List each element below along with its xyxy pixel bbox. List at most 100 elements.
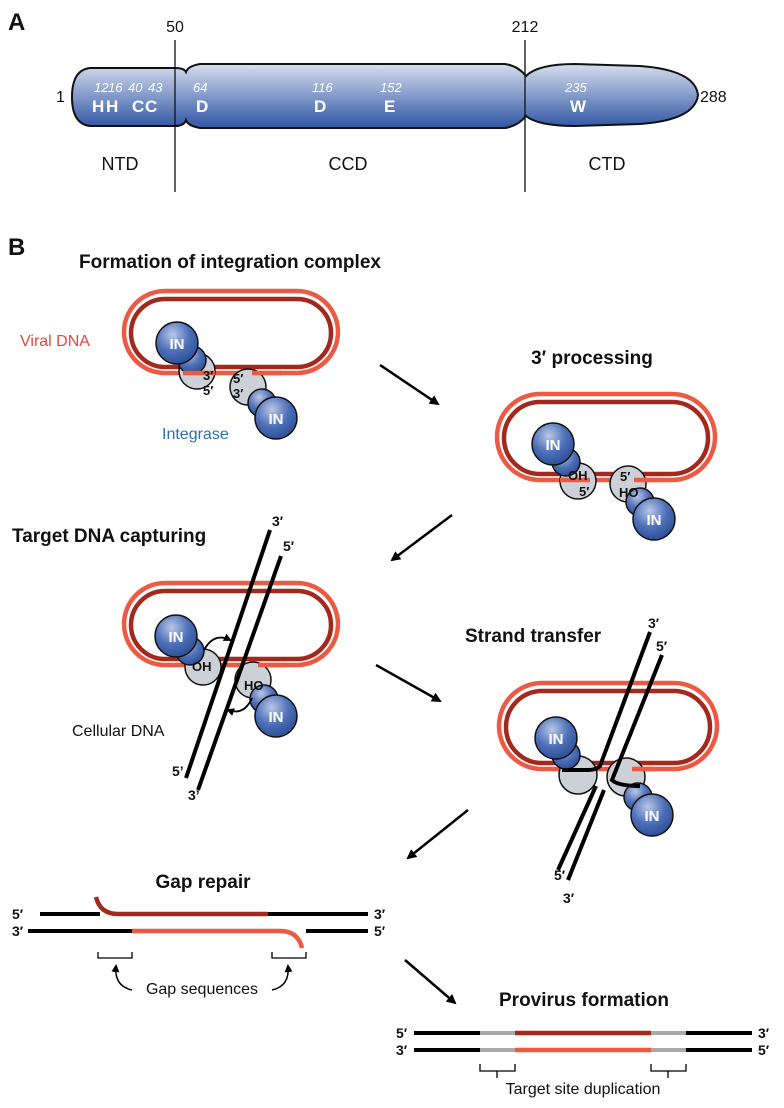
residue-pos-40: 40 xyxy=(128,80,143,95)
step-capture: Target DNA capturing IN OH IN HO 3′ 5′ 5… xyxy=(12,513,341,803)
cellular-dna-strand xyxy=(556,785,598,871)
gap-bracket xyxy=(97,952,133,959)
end-label-5p: 5′ xyxy=(656,638,668,654)
domain-label-ntd: NTD xyxy=(102,154,139,174)
residue-pos-12: 12 xyxy=(94,80,109,95)
tsd-bracket xyxy=(479,1064,516,1072)
end-label-3p: 3′ xyxy=(272,513,284,529)
integrase-subunit xyxy=(155,321,199,365)
integrase-subunit xyxy=(254,396,298,440)
integrase-subunit xyxy=(531,422,575,466)
residue-pos-43: 43 xyxy=(148,80,163,95)
tsd-bracket xyxy=(650,1064,687,1072)
end-label-3p: 3′ xyxy=(563,890,575,906)
end-label-5p: 5′ xyxy=(554,867,566,883)
end-label-5p: 5′ xyxy=(374,923,386,939)
step-formation-title: Formation of integration complex xyxy=(79,252,381,273)
residue-pos-64: 64 xyxy=(193,80,207,95)
end-label-5p: 5′ xyxy=(283,538,295,554)
end-label-5p: 5′ xyxy=(396,1025,408,1041)
oh-label: OH xyxy=(568,468,588,483)
domain-bar xyxy=(70,62,700,129)
panel-a: A 50 212 1 288 12 16 40 43 64 116 152 23… xyxy=(8,9,727,192)
residue-aa-152: E xyxy=(384,97,395,116)
step-transfer: Strand transfer IN IN 3′ 5′ 5′ 3′ xyxy=(465,615,720,906)
residue-aa-64: D xyxy=(196,97,208,116)
end-label-3: 3’ xyxy=(188,787,200,803)
integrase-subunit xyxy=(630,793,674,837)
integrase-subunit xyxy=(254,694,298,738)
oh-label: OH xyxy=(192,659,212,674)
end-label-3p: 3′ xyxy=(648,615,660,631)
arrow-to-transfer xyxy=(375,663,442,703)
panel-a-letter: A xyxy=(8,9,25,36)
step-processing-title: 3′ processing xyxy=(531,348,653,369)
residue-pos-16: 16 xyxy=(108,80,123,95)
step-repair-title: Gap repair xyxy=(155,872,251,893)
residue-aa-43: C xyxy=(145,97,157,116)
cellular-dna-strand xyxy=(566,789,606,881)
residue-aa-235: W xyxy=(570,97,587,116)
in-label: IN xyxy=(269,411,284,428)
end-label-5p: 5′ xyxy=(233,371,243,386)
gap-sequences-label: Gap sequences xyxy=(146,981,258,998)
integrase-subunit xyxy=(534,716,578,760)
end-label-5p: 5′ xyxy=(758,1042,770,1058)
ho-label: HO xyxy=(619,485,639,500)
end-label-3p: 3′ xyxy=(396,1042,408,1058)
end-label-3p: 3′ xyxy=(233,386,243,401)
residue-aa-12: H xyxy=(92,97,104,116)
residue-pos-152: 152 xyxy=(380,80,402,95)
step-provirus-title: Provirus formation xyxy=(499,990,669,1011)
cellular-dna-strand xyxy=(609,654,664,788)
residue-aa-40: C xyxy=(132,97,144,116)
residue-aa-116: D xyxy=(314,97,326,116)
end-label-3p: 3′ xyxy=(12,923,24,939)
in-label: IN xyxy=(170,336,185,353)
end-residue-label: 288 xyxy=(700,89,727,106)
step-processing: 3′ processing IN OH 5′ IN 5′ HO xyxy=(494,348,718,541)
domain-label-ccd: CCD xyxy=(329,154,368,174)
domain-label-ctd: CTD xyxy=(589,154,626,174)
in-label: IN xyxy=(647,512,662,529)
viral-dna-loop xyxy=(121,288,341,376)
end-label-5p: 5′ xyxy=(12,906,24,922)
viral-dna-loop xyxy=(496,680,720,772)
attack-arrow xyxy=(203,633,232,651)
step-transfer-title: Strand transfer xyxy=(465,626,602,647)
in-label: IN xyxy=(645,808,660,825)
end-label-3p: 3′ xyxy=(758,1025,770,1041)
panel-b-letter: B xyxy=(8,234,25,261)
residue-pos-235: 235 xyxy=(564,80,587,95)
attack-arrow xyxy=(226,697,253,716)
tsd-label: Target site duplication xyxy=(506,1081,661,1098)
in-label: IN xyxy=(169,629,184,646)
end-label-5p: 5′ xyxy=(620,469,630,484)
in-label: IN xyxy=(549,731,564,748)
gap-pointer-arrow xyxy=(111,964,133,991)
step-repair: Gap repair 5′ 3′ 3′ 5′ Gap sequences xyxy=(12,872,386,998)
viral-dna-strand xyxy=(93,896,268,917)
viral-dna-loop xyxy=(121,580,341,668)
boundary-50-label: 50 xyxy=(166,19,184,36)
cellular-dna-strand xyxy=(562,631,652,772)
step-capture-title: Target DNA capturing xyxy=(12,526,206,547)
arrow-to-repair xyxy=(406,809,469,860)
boundary-212-label: 212 xyxy=(512,19,539,36)
end-label-5p: 5′ xyxy=(203,383,213,398)
in-label: IN xyxy=(546,437,561,454)
end-label-5p: 5′ xyxy=(579,484,589,499)
residue-aa-16: H xyxy=(106,97,118,116)
start-residue-label: 1 xyxy=(56,89,65,106)
viral-dna-strand xyxy=(132,928,305,949)
gap-pointer-arrow xyxy=(271,964,293,991)
cellular-dna-label: Cellular DNA xyxy=(72,723,165,740)
cellular-dna-strand xyxy=(184,529,272,779)
residue-pos-116: 116 xyxy=(312,80,333,95)
gap-bracket xyxy=(271,952,307,959)
arrow-to-capture xyxy=(390,514,453,562)
integrase-subunit xyxy=(154,614,198,658)
ho-label: HO xyxy=(244,678,264,693)
viral-dna-loop xyxy=(494,391,718,483)
